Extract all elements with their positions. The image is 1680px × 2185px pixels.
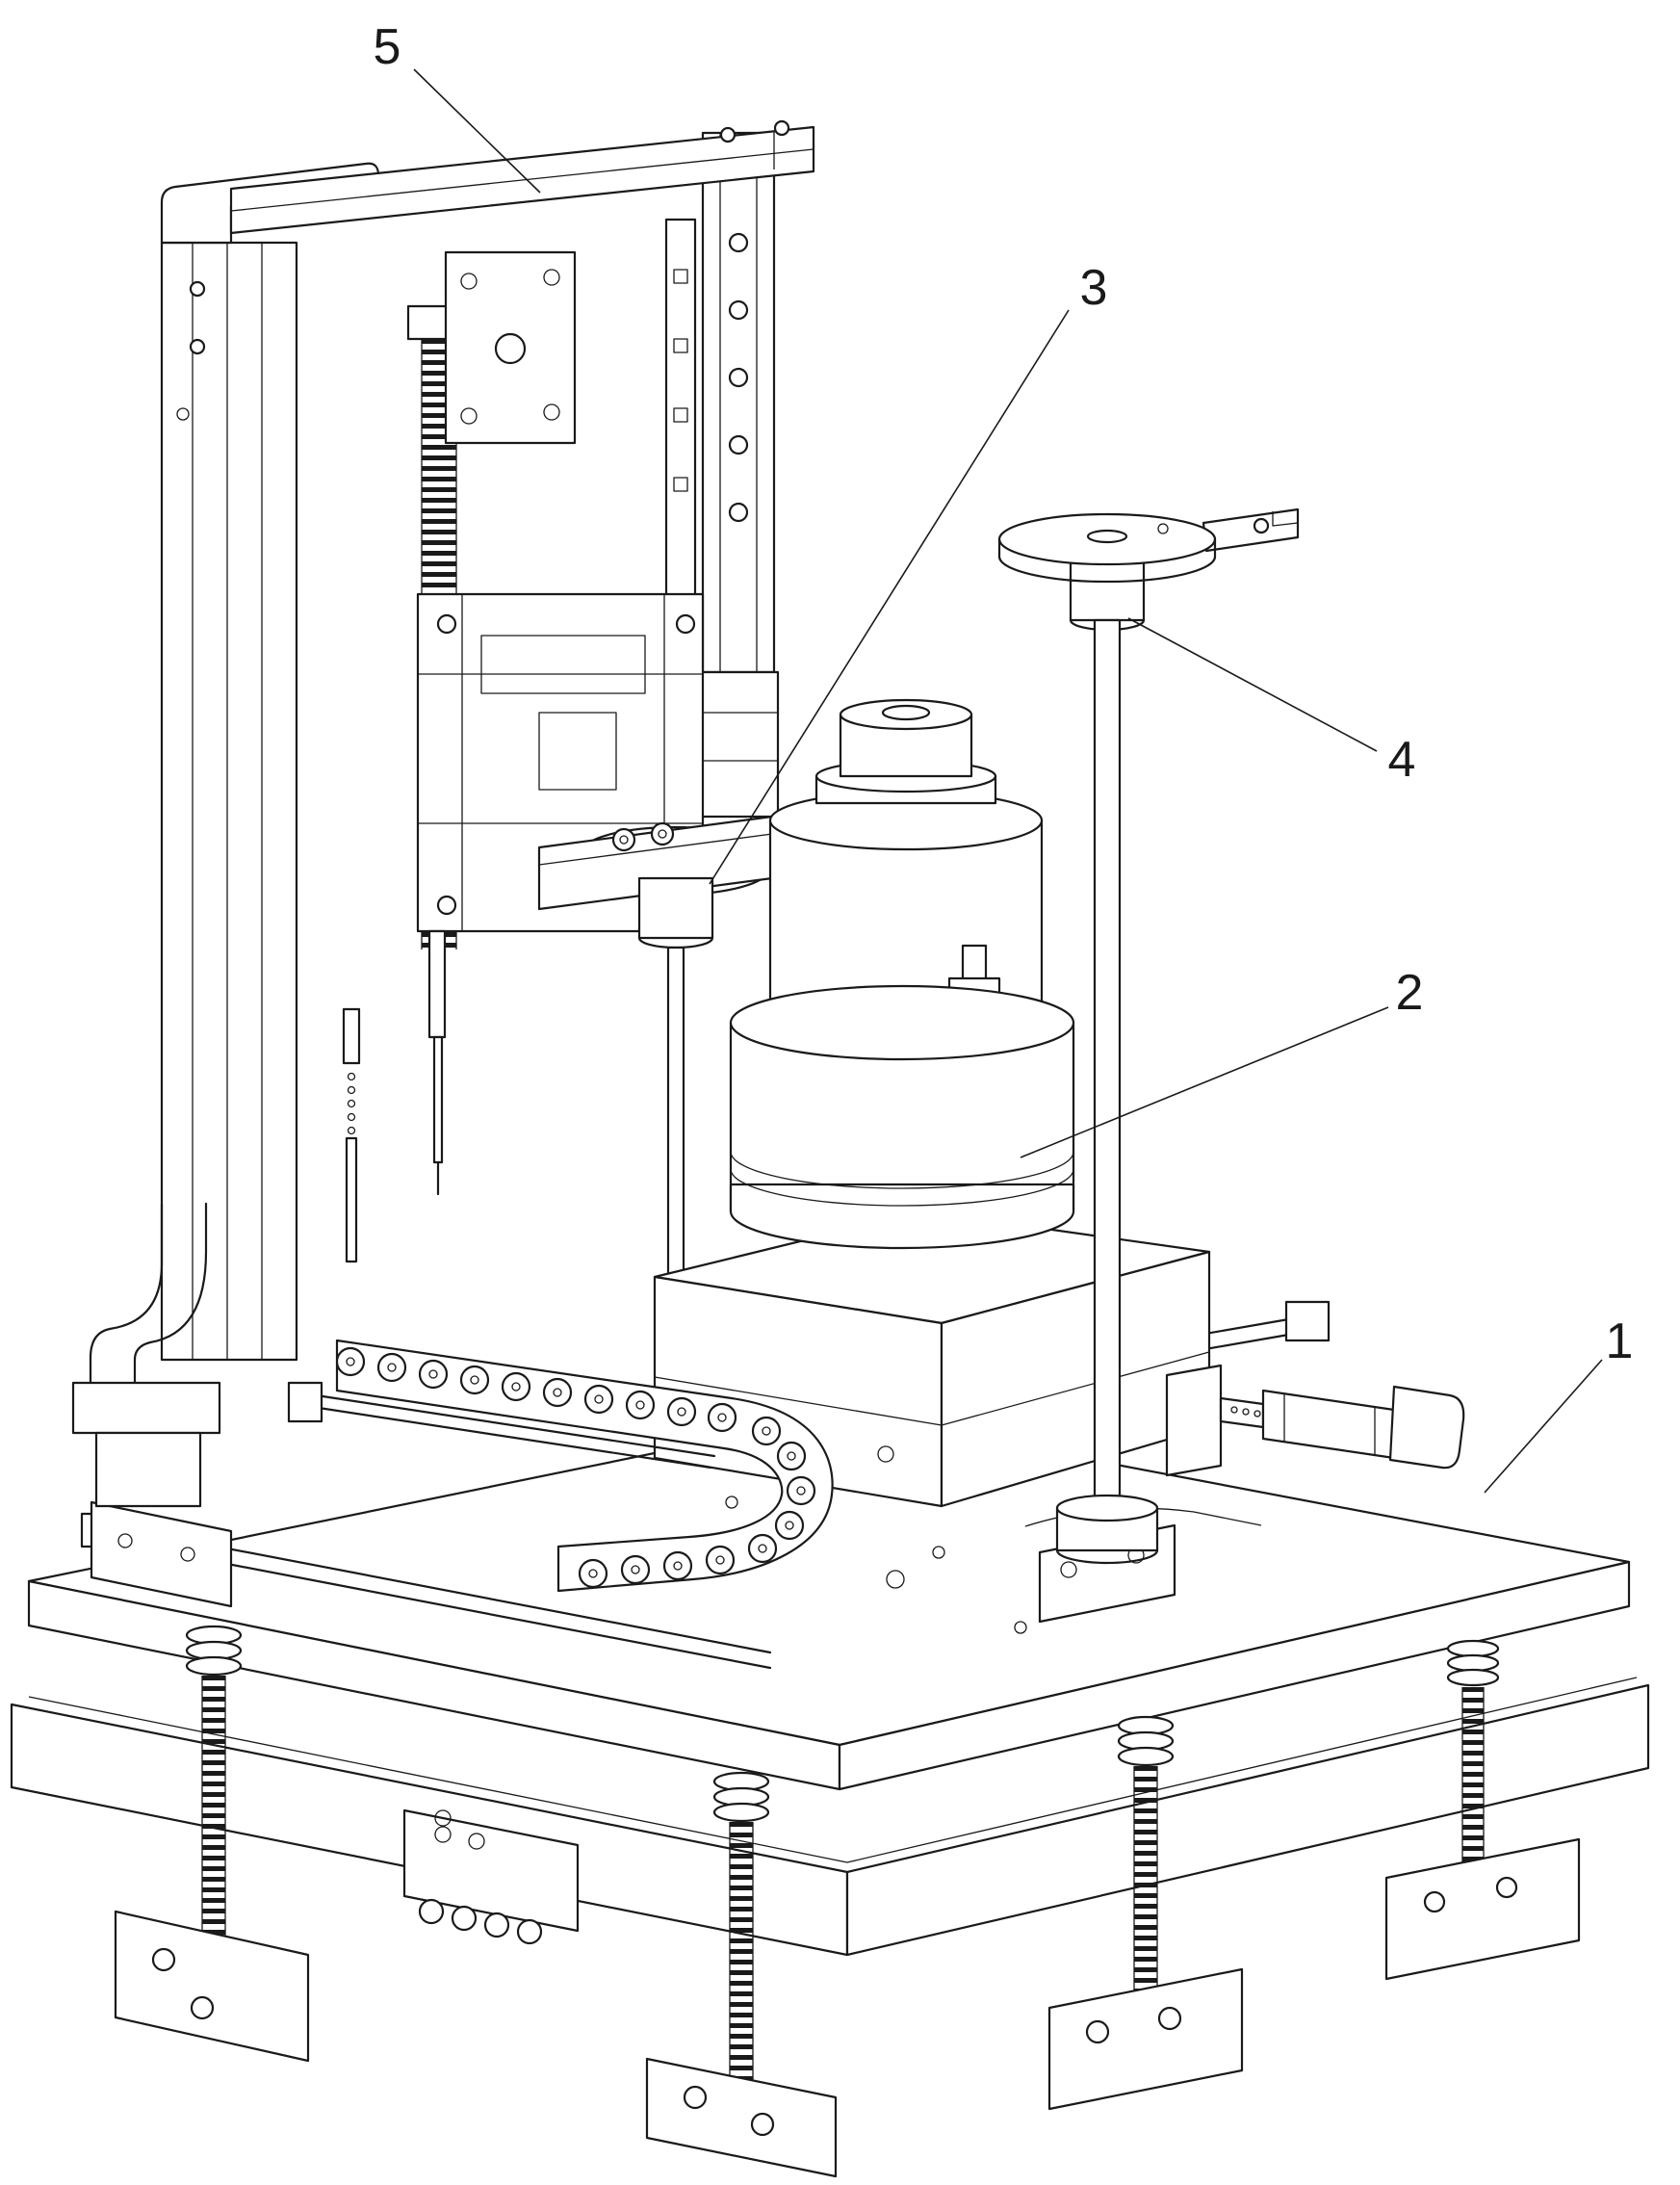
leader-line-5 <box>413 68 541 194</box>
motor-cylinder <box>729 984 1075 1250</box>
leader-line-4 <box>1127 617 1378 752</box>
cylinder-mount <box>1165 1364 1223 1477</box>
spindle-cylinder <box>637 876 714 940</box>
pneumatic-manifold <box>402 1808 580 1945</box>
callout-label-4: 4 <box>1388 732 1416 788</box>
spring-rod-d <box>1446 1639 1500 1878</box>
chain-links <box>335 1346 816 1589</box>
spring-probe <box>342 1007 361 1263</box>
right-column <box>701 131 776 674</box>
left-mount-block <box>90 1500 233 1608</box>
support-rod-assembly <box>997 507 1300 1624</box>
callout-label-5: 5 <box>374 19 401 75</box>
column-foot <box>89 1202 164 1385</box>
side-cylinder <box>1165 1364 1465 1477</box>
callout-label-1: 1 <box>1606 1314 1634 1369</box>
leader-line-3 <box>709 309 1070 885</box>
disc-bracket <box>1202 507 1300 553</box>
callout-2: 2 <box>1020 965 1424 1158</box>
spindle-rod <box>666 946 685 1283</box>
foot-block-left <box>114 1910 310 2063</box>
lower-plate-front-right <box>845 1683 1650 1957</box>
spring-rod-a <box>185 1625 243 1964</box>
process-module <box>653 698 1211 1508</box>
foot-block-far-right <box>1384 1837 1581 1981</box>
support-rod-shaft <box>1093 618 1122 1510</box>
gantry-frame <box>71 119 815 1508</box>
leader-line-1 <box>1484 1359 1603 1494</box>
cylinder-cap <box>1388 1385 1465 1470</box>
base-assembly <box>10 1300 1650 2178</box>
spring-rod-b <box>712 1771 770 2080</box>
cable-chain <box>287 1339 834 1593</box>
callout-1: 1 <box>1484 1314 1634 1494</box>
callout-4: 4 <box>1127 617 1416 788</box>
callouts: 5 3 4 2 1 <box>374 19 1634 1494</box>
callout-label-2: 2 <box>1396 965 1424 1021</box>
vessel-bottle <box>768 698 1044 1005</box>
probe-rod <box>427 929 447 1039</box>
rod-hub <box>1069 555 1146 622</box>
callout-3: 3 <box>709 260 1108 885</box>
callout-5: 5 <box>374 19 541 194</box>
cable-chain-band <box>335 1339 834 1593</box>
cylinder-shaft <box>1219 1396 1265 1429</box>
callout-label-3: 3 <box>1080 260 1108 316</box>
foot-block-right <box>1047 1967 1244 2111</box>
left-column <box>160 241 298 1362</box>
rod-top-disc <box>997 512 1217 566</box>
leader-line-2 <box>1020 1006 1389 1158</box>
spring-rod-c <box>1117 1715 1175 2042</box>
